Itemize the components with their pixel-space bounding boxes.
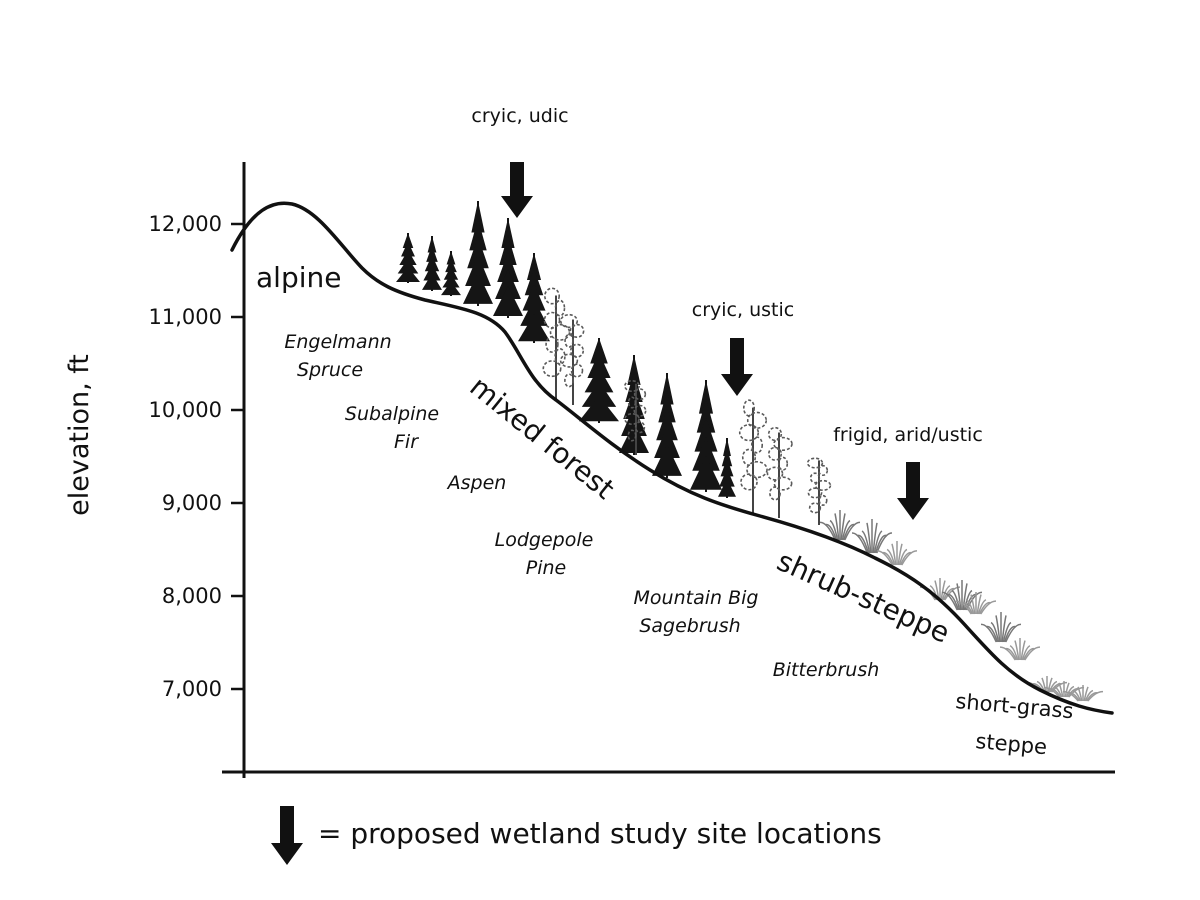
aspen-tree-icon xyxy=(542,287,571,400)
study-site-labels: cryic, udic cryic, ustic frigid, arid/us… xyxy=(471,105,982,446)
conifer-tree-icon xyxy=(579,338,619,423)
shrub-icon xyxy=(955,592,997,615)
shrub-icon xyxy=(851,519,893,554)
veg-label-aspen: Aspen xyxy=(446,472,507,494)
site-label-cryic-udic: cryic, udic xyxy=(471,105,568,127)
conifer-tree-icon xyxy=(441,251,461,296)
veg-label-subalpine-2: Fir xyxy=(394,431,419,453)
tick-label-9000: 9,000 xyxy=(162,491,222,515)
site-arrow-cryic-udic xyxy=(501,162,533,218)
aspen-tree-icon xyxy=(624,379,647,455)
tick-label-11000: 11,000 xyxy=(149,305,222,329)
legend-text: = proposed wetland study site locations xyxy=(318,817,882,850)
mountain-profile xyxy=(230,201,1114,715)
veg-label-sagebrush-2: Sagebrush xyxy=(639,615,740,637)
site-label-frigid-arid-ustic: frigid, arid/ustic xyxy=(833,424,983,446)
conifer-tree-icon xyxy=(690,380,722,492)
shrub-icon xyxy=(999,638,1041,661)
conifer-tree-icon xyxy=(518,253,550,343)
site-label-cryic-ustic: cryic, ustic xyxy=(692,299,794,321)
conifer-tree-icon xyxy=(619,355,649,455)
veg-label-sagebrush-1: Mountain Big xyxy=(634,587,759,609)
veg-label-engelmann-1: Engelmann xyxy=(284,331,391,353)
y-tick-labels: 12,000 11,000 10,000 9,000 8,000 7,000 xyxy=(149,212,222,701)
aspen-tree-icon xyxy=(559,313,585,405)
conifer-tree-icon xyxy=(718,438,736,498)
aspen-tree-icon xyxy=(766,426,793,518)
shrub-icon xyxy=(876,541,918,566)
veg-label-subalpine-1: Subalpine xyxy=(345,403,439,425)
shrub-icon xyxy=(819,510,861,541)
tick-label-10000: 10,000 xyxy=(149,398,222,422)
zone-label-shrub-steppe: shrub-steppe xyxy=(772,544,954,649)
site-arrow-cryic-ustic xyxy=(721,338,753,396)
conifer-tree-icon xyxy=(493,218,523,318)
veg-label-lodgepole-1: Lodgepole xyxy=(495,529,594,551)
grass-icon xyxy=(1062,685,1104,702)
vegetation-illustrations xyxy=(396,201,1104,702)
legend-arrow-icon xyxy=(271,806,303,865)
conifer-tree-icon xyxy=(652,373,682,478)
y-ticks xyxy=(231,222,244,691)
conifer-tree-icon xyxy=(396,233,420,283)
zone-label-short-grass-2: steppe xyxy=(975,729,1049,759)
site-arrow-frigid-arid-ustic xyxy=(897,462,929,520)
veg-label-engelmann-2: Spruce xyxy=(297,359,363,381)
conifer-tree-icon xyxy=(463,201,493,306)
conifer-tree-icon xyxy=(422,236,442,291)
tick-label-7000: 7,000 xyxy=(162,677,222,701)
aspen-tree-icon xyxy=(806,457,832,525)
legend: = proposed wetland study site locations xyxy=(271,806,882,865)
tick-label-12000: 12,000 xyxy=(149,212,222,236)
zone-label-alpine: alpine xyxy=(256,261,341,294)
vegetation-labels: Engelmann Spruce Subalpine Fir Aspen Lod… xyxy=(284,331,879,681)
y-axis-title: elevation, ft xyxy=(64,354,95,516)
tick-label-8000: 8,000 xyxy=(162,584,222,608)
shrub-icon xyxy=(980,612,1022,643)
aspen-tree-icon xyxy=(738,399,768,514)
study-site-arrows xyxy=(501,162,929,520)
veg-label-lodgepole-2: Pine xyxy=(526,557,566,579)
veg-label-bitterbrush: Bitterbrush xyxy=(773,659,880,681)
